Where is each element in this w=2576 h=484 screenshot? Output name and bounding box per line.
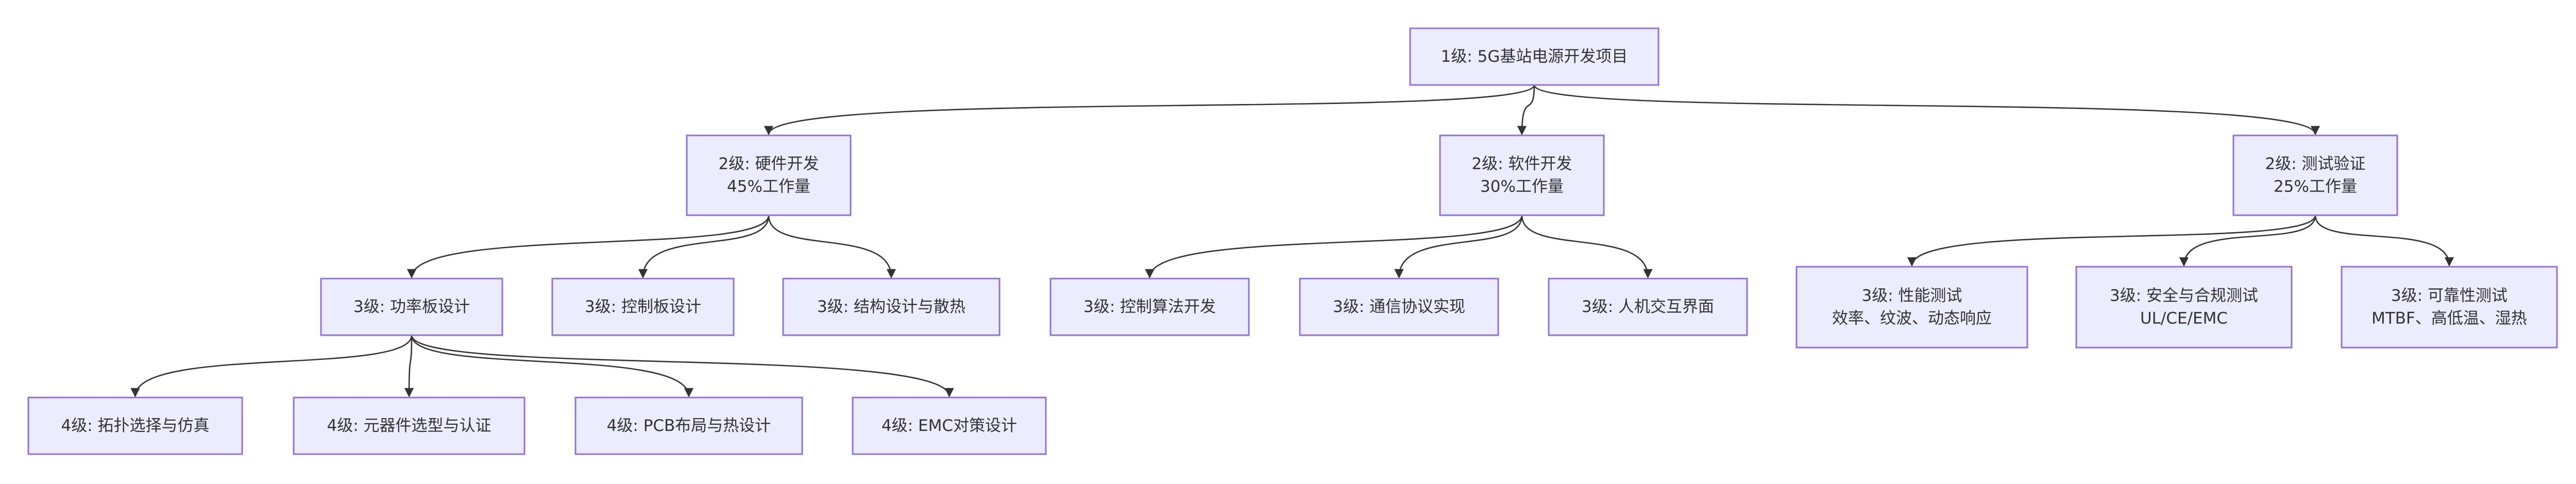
node-box xyxy=(293,396,526,455)
node-test: 2级: 测试验证 25%工作量 xyxy=(2232,134,2398,216)
node-label-line: 1级: 5G基站电源开发项目 xyxy=(1441,47,1628,66)
node-label-line: 3级: 人机交互界面 xyxy=(1582,298,1714,316)
node-label-line: 3级: 功率板设计 xyxy=(353,298,470,316)
node-hw: 2级: 硬件开发 45%工作量 xyxy=(686,134,852,216)
node-label-line: 3级: 可靠性测试 xyxy=(2391,287,2507,305)
node-algo: 3级: 控制算法开发 xyxy=(1049,278,1250,336)
node-label-line: 3级: 性能测试 xyxy=(1861,287,1962,305)
node-label-line: 4级: EMC对策设计 xyxy=(882,417,1017,435)
edge-power-comp xyxy=(404,335,414,397)
node-box xyxy=(2075,266,2293,349)
node-box xyxy=(1409,27,1659,86)
node-label-line: 2级: 软件开发 xyxy=(1471,155,1572,174)
node-mech: 3级: 结构设计与散热 xyxy=(782,278,1001,336)
node-root: 1级: 5G基站电源开发项目 xyxy=(1409,27,1659,86)
node-label-line: 30%工作量 xyxy=(1480,178,1564,196)
edge-root-test xyxy=(1533,84,2320,135)
node-box xyxy=(782,278,1001,336)
edge-test-perf xyxy=(1907,215,2316,267)
edge-root-hw xyxy=(764,84,1535,135)
node-label-line: 3级: 安全与合规测试 xyxy=(2110,287,2258,305)
edge-power-topo xyxy=(130,335,413,397)
node-box xyxy=(1299,278,1499,336)
nodes-layer: 1级: 5G基站电源开发项目 2级: 硬件开发 45%工作量 2级: 软件开发 30%工… xyxy=(27,27,2558,455)
node-box xyxy=(1548,278,1748,336)
node-label-line: 3级: 结构设计与散热 xyxy=(817,298,965,316)
node-box xyxy=(27,396,243,455)
node-label-line: 2级: 测试验证 xyxy=(2265,155,2365,174)
node-box xyxy=(551,278,735,336)
node-label-line: 3级: 控制算法开发 xyxy=(1083,298,1216,316)
node-box xyxy=(852,396,1047,455)
node-rel: 3级: 可靠性测试 MTBF、高低温、湿热 xyxy=(2341,266,2558,349)
node-label-line: 25%工作量 xyxy=(2274,178,2357,196)
node-label-line: 2级: 硬件开发 xyxy=(718,155,819,174)
node-box xyxy=(2341,266,2558,349)
node-label-line: UL/CE/EMC xyxy=(2140,309,2228,328)
node-box xyxy=(686,134,852,216)
edge-root-sw xyxy=(1517,84,1535,135)
node-label-line: 3级: 控制板设计 xyxy=(585,298,701,316)
node-box xyxy=(1049,278,1250,336)
edge-hw-power xyxy=(407,215,770,279)
node-power: 3级: 功率板设计 xyxy=(320,278,503,336)
node-hmi: 3级: 人机交互界面 xyxy=(1548,278,1748,336)
node-label-line: 4级: 拓扑选择与仿真 xyxy=(61,417,209,435)
node-label-line: 4级: 元器件选型与认证 xyxy=(327,417,491,435)
node-box xyxy=(2232,134,2398,216)
node-pcb: 4级: PCB布局与热设计 xyxy=(574,396,803,455)
node-label-line: 45%工作量 xyxy=(727,178,810,196)
edge-sw-comm xyxy=(1394,215,1523,279)
edge-sw-hmi xyxy=(1521,215,1653,279)
edges-layer xyxy=(130,84,2454,397)
edge-hw-mech xyxy=(768,215,896,279)
node-topo: 4级: 拓扑选择与仿真 xyxy=(27,396,243,455)
node-box xyxy=(1439,134,1605,216)
edge-test-safety xyxy=(2179,215,2316,267)
edge-sw-algo xyxy=(1145,215,1523,279)
node-label-line: MTBF、高低温、湿热 xyxy=(2371,309,2527,328)
node-safety: 3级: 安全与合规测试 UL/CE/EMC xyxy=(2075,266,2293,349)
node-box xyxy=(1795,266,2028,349)
node-label-line: 3级: 通信协议实现 xyxy=(1333,298,1465,316)
edge-power-pcb xyxy=(411,335,694,397)
node-comm: 3级: 通信协议实现 xyxy=(1299,278,1499,336)
node-box xyxy=(574,396,803,455)
edge-hw-ctrlb xyxy=(638,215,770,279)
node-ctrlb: 3级: 控制板设计 xyxy=(551,278,735,336)
node-label-line: 效率、纹波、动态响应 xyxy=(1832,309,1992,328)
edge-power-emc xyxy=(411,335,954,397)
edge-test-rel xyxy=(2314,215,2454,267)
node-emc: 4级: EMC对策设计 xyxy=(852,396,1047,455)
node-box xyxy=(320,278,503,336)
node-label-line: 4级: PCB布局与热设计 xyxy=(607,417,771,435)
node-sw: 2级: 软件开发 30%工作量 xyxy=(1439,134,1605,216)
node-comp: 4级: 元器件选型与认证 xyxy=(293,396,526,455)
